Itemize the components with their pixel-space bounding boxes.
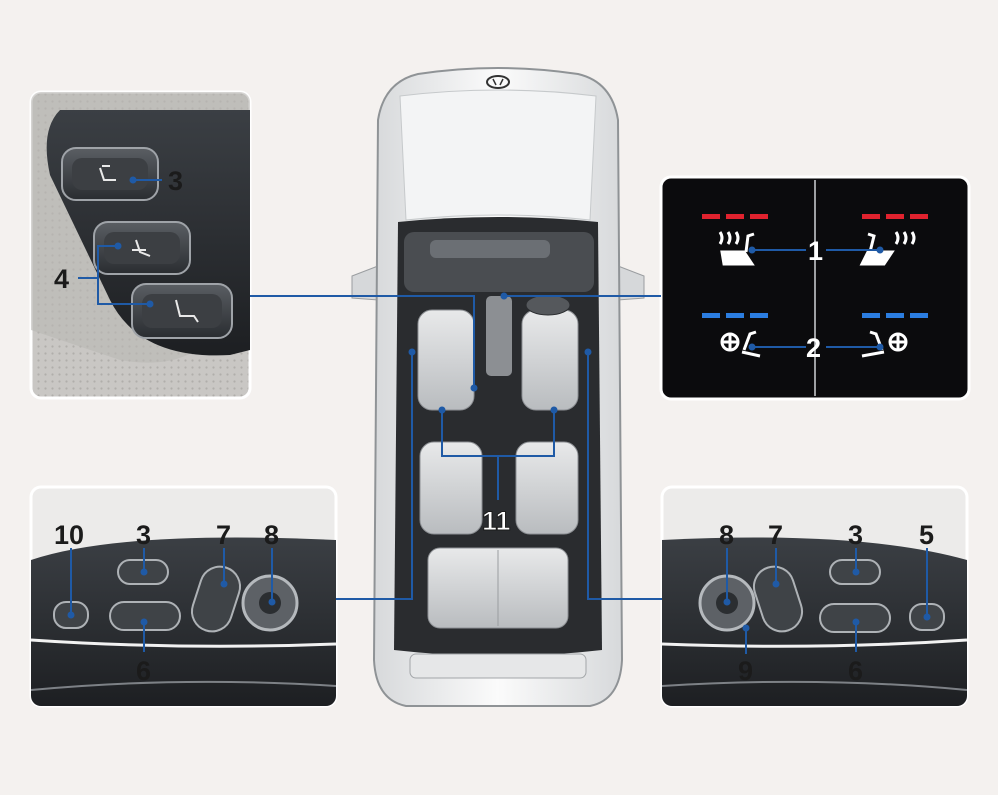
- connector-dots: [408, 292, 592, 414]
- driver-seat-switch-panel: 10 3 7 8 6: [29, 485, 338, 708]
- callout-dot: [146, 300, 154, 308]
- callout-6: 6: [848, 656, 863, 686]
- callout-1: 1: [808, 236, 823, 266]
- climate-seat-display-panel: 1 2: [659, 175, 971, 401]
- vent-level-indicator-right: [862, 313, 928, 318]
- callout-dot: [742, 624, 750, 632]
- seat-recline-icon: [99, 165, 116, 181]
- callout-11: 11: [482, 506, 511, 536]
- seat-back-switch[interactable]: [187, 561, 245, 636]
- callout-dot: [114, 242, 122, 250]
- callout-3: 3: [848, 520, 863, 550]
- callout-dot: [220, 580, 228, 588]
- left-mirror: [351, 265, 379, 301]
- seat-legrest-icon: [175, 299, 199, 323]
- seat-heat-icon[interactable]: [718, 231, 755, 266]
- callout-6: 6: [136, 656, 151, 686]
- callout-dot: [268, 598, 276, 606]
- callout-3: 3: [136, 520, 151, 550]
- passenger-seat: [521, 309, 579, 411]
- second-row-right-seat: [515, 441, 579, 535]
- seat-vent-icon[interactable]: [720, 330, 761, 358]
- seat-recline-switch-top[interactable]: [72, 158, 148, 190]
- callout-10: 10: [54, 520, 84, 550]
- hyundai-logo-mark: [492, 78, 504, 86]
- callout-8: 8: [719, 520, 734, 550]
- callout-dot: [876, 343, 884, 351]
- top-left-panel: 3 4: [29, 90, 252, 400]
- callout-dot: [772, 580, 780, 588]
- callout-4: 4: [54, 264, 69, 294]
- callout-dot: [852, 568, 860, 576]
- connector-lines: [250, 295, 662, 600]
- callout-dot: [748, 246, 756, 254]
- hyundai-logo-icon: [486, 75, 510, 89]
- callout-7: 7: [216, 520, 231, 550]
- seat-legrest-switch-top[interactable]: [142, 294, 222, 328]
- callout-9: 9: [738, 656, 753, 686]
- seat-back-switch[interactable]: [749, 561, 807, 636]
- overhead-console: [430, 240, 550, 258]
- second-row-left-seat: [419, 441, 483, 535]
- right-mirror: [617, 265, 645, 301]
- trim-highlight: [31, 638, 336, 648]
- heat-level-indicator-left: [702, 214, 768, 219]
- callout-dot: [723, 598, 731, 606]
- callout-dot: [67, 611, 75, 619]
- callout-dot: [748, 343, 756, 351]
- callout-8: 8: [264, 520, 279, 550]
- callout-dot: [129, 176, 137, 184]
- vent-level-indicator-left: [702, 313, 768, 318]
- heat-level-indicator-right: [862, 214, 928, 219]
- callout-7: 7: [768, 520, 783, 550]
- trim-highlight: [662, 638, 967, 648]
- callout-5: 5: [919, 520, 934, 550]
- trim-seam: [31, 680, 336, 691]
- callout-dot: [140, 618, 148, 626]
- rear-trunk: [409, 653, 587, 679]
- hood: [399, 89, 597, 221]
- callout-dot: [140, 568, 148, 576]
- passenger-seat-switch-panel: 8 7 3 5 9 6: [660, 485, 969, 708]
- seat-relax-icon: [132, 239, 151, 257]
- callout-dot: [923, 613, 931, 621]
- callout-dot: [852, 618, 860, 626]
- driver-seat: [417, 309, 475, 411]
- seat-relax-switch-top[interactable]: [104, 232, 180, 264]
- callout-3: 3: [168, 166, 183, 196]
- callout-2: 2: [806, 333, 821, 363]
- car-top-view: [351, 67, 645, 707]
- callout-dot: [876, 246, 884, 254]
- center-console: [486, 296, 512, 376]
- trim-seam: [662, 680, 967, 691]
- seat-heat-icon[interactable]: [859, 231, 916, 266]
- steering-wheel: [525, 294, 571, 316]
